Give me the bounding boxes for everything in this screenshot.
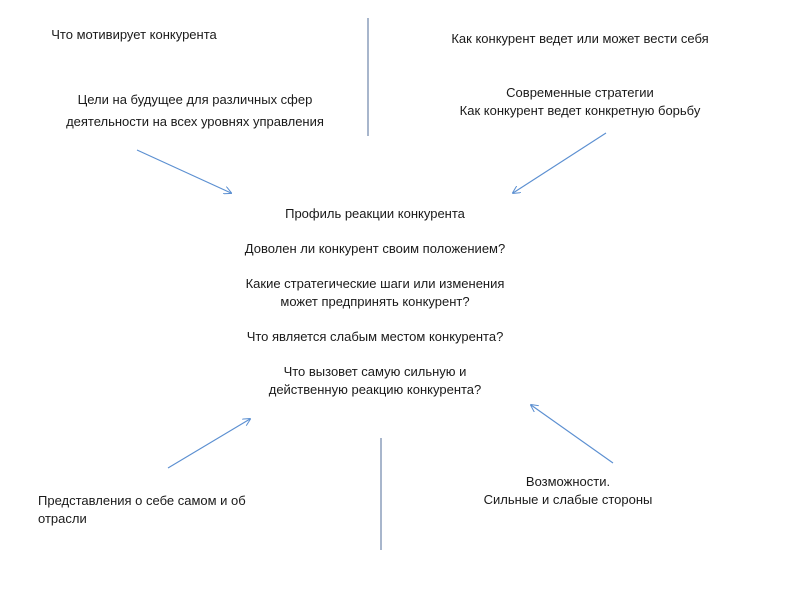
bottom-right-line1: Возможности. — [525, 474, 611, 489]
center-title: Профиль реакции конкурента — [285, 206, 465, 221]
center-question-4-line1: Что вызовет самую сильную и — [283, 364, 467, 379]
center-question-4-line2: действенную реакцию конкурента? — [268, 382, 482, 397]
top-right-line2: Как конкурент ведет конкретную борьбу — [459, 103, 701, 118]
arrow-top-right — [513, 132, 607, 193]
center-question-1: Доволен ли конкурент своим положением? — [244, 241, 506, 256]
top-right-heading: Как конкурент ведет или может вести себя — [451, 31, 709, 46]
top-left-block: Что мотивирует конкурента — [40, 26, 358, 44]
bottom-left-line1: Представления о себе самом и об — [38, 493, 246, 508]
center-block: Профиль реакции конкурента Доволен ли ко… — [200, 205, 550, 399]
center-question-2-line2: может предпринять конкурент? — [280, 294, 470, 309]
top-left-line1: Цели на будущее для различных сфер — [77, 92, 313, 107]
arrow-top-left — [136, 149, 231, 193]
center-question-3: Что является слабым местом конкурента? — [246, 329, 504, 344]
bottom-right-block: Возможности. Сильные и слабые стороны — [440, 473, 696, 509]
top-left-heading: Что мотивирует конкурента — [51, 27, 217, 42]
arrow-bottom-left — [167, 419, 250, 469]
top-right-block: Как конкурент ведет или может вести себя — [400, 30, 760, 48]
arrow-bottom-right — [531, 405, 614, 464]
bottom-left-line2: отрасли — [38, 511, 87, 526]
bottom-left-block: Представления о себе самом и об отрасли — [38, 492, 338, 528]
top-left-body: Цели на будущее для различных сфер деяте… — [30, 91, 360, 131]
top-right-line1: Современные стратегии — [506, 85, 654, 100]
bottom-right-line2: Сильные и слабые стороны — [483, 492, 653, 507]
top-left-line2: деятельности на всех уровнях управления — [66, 114, 324, 129]
center-question-2-line1: Какие стратегические шаги или изменения — [245, 276, 505, 291]
top-right-body: Современные стратегии Как конкурент веде… — [400, 84, 760, 120]
